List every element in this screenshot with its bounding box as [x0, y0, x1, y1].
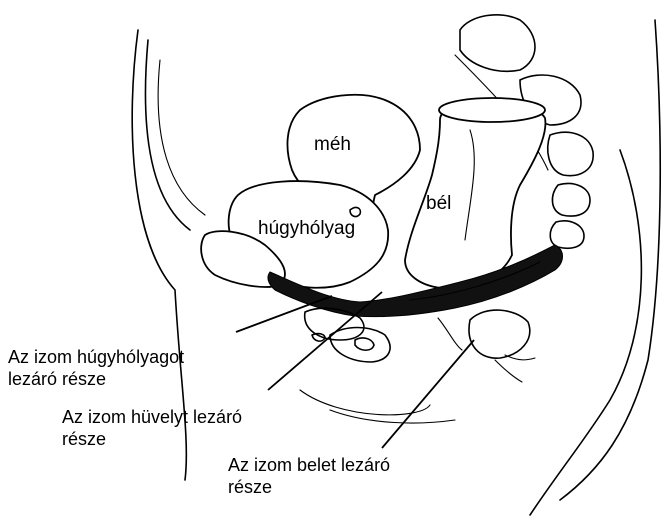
- leader-bowel-part: [382, 340, 474, 448]
- callout-vagina-part-line2: része: [62, 428, 242, 450]
- leader-bladder-part: [236, 296, 332, 332]
- callout-bladder-part-line1: Az izom húgyhólyagot: [8, 346, 184, 368]
- bowel-label: bél: [426, 193, 451, 215]
- callout-bladder-part: Az izom húgyhólyagot lezáró része: [8, 346, 184, 390]
- callout-bladder-part-line2: lezáró része: [8, 368, 184, 390]
- callout-vagina-part-line1: Az izom hüvelyt lezáró: [62, 406, 242, 428]
- lower-openings: [305, 308, 535, 382]
- uterus-label: méh: [314, 134, 351, 156]
- callout-bowel-part-line2: része: [228, 476, 390, 498]
- callout-vagina-part: Az izom hüvelyt lezáró része: [62, 406, 242, 450]
- leader-lines: [236, 292, 474, 448]
- bladder-label: húgyhólyag: [258, 218, 355, 240]
- callout-bowel-part-line1: Az izom belet lezáró: [228, 454, 390, 476]
- callout-bowel-part: Az izom belet lezáró része: [228, 454, 390, 498]
